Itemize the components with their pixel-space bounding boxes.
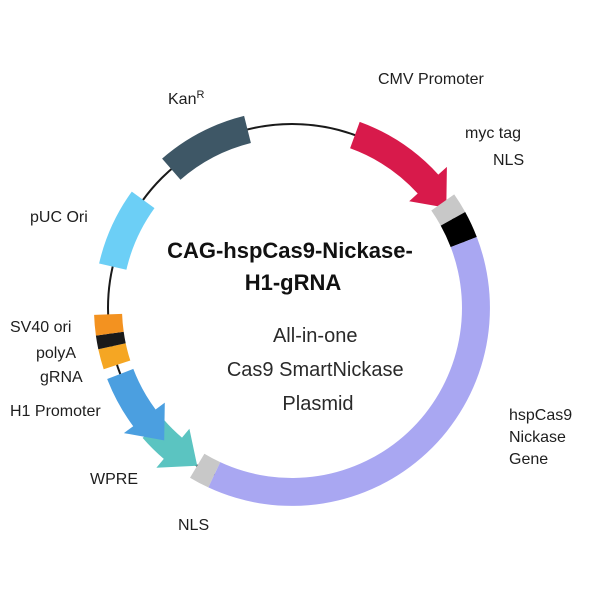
h1-promoter-arrow xyxy=(107,368,165,441)
myc-tag-label: myc tag xyxy=(465,125,521,142)
grna-label: gRNA xyxy=(40,369,83,386)
hspcas9-nickase-gene-label: hspCas9 Nickase Gene xyxy=(509,407,577,468)
plasmid-subtitle: All-in-one Cas9 SmartNickase Plasmid xyxy=(227,325,409,415)
nls-top-label: NLS xyxy=(493,152,524,169)
kanr-label: KanR xyxy=(168,89,204,108)
wpre-label: WPRE xyxy=(90,471,138,488)
sv40-ori-arc xyxy=(94,313,124,336)
hspcas9-nickase-gene-arc xyxy=(208,237,490,506)
puc-ori-arc xyxy=(99,191,155,270)
puc-ori-label: pUC Ori xyxy=(30,209,88,226)
cmv-promoter-label: CMV Promoter xyxy=(378,71,484,88)
nls-top-arc xyxy=(440,212,477,248)
nls-bottom-label: NLS xyxy=(178,517,209,534)
grna-arc xyxy=(98,343,131,370)
myc-tag-arc xyxy=(431,194,466,226)
cmv-promoter-arrow xyxy=(350,121,447,208)
sv40-ori-label: SV40 ori xyxy=(10,319,71,336)
h1-promoter-label: H1 Promoter xyxy=(10,403,101,420)
polya-label: polyA xyxy=(36,345,76,362)
nls-bottom-arc xyxy=(190,453,221,488)
kanr-arc xyxy=(162,115,251,180)
polya-arc xyxy=(95,331,126,350)
plasmid-title: CAG-hspCas9-Nickase- H1-gRNA xyxy=(167,238,419,295)
